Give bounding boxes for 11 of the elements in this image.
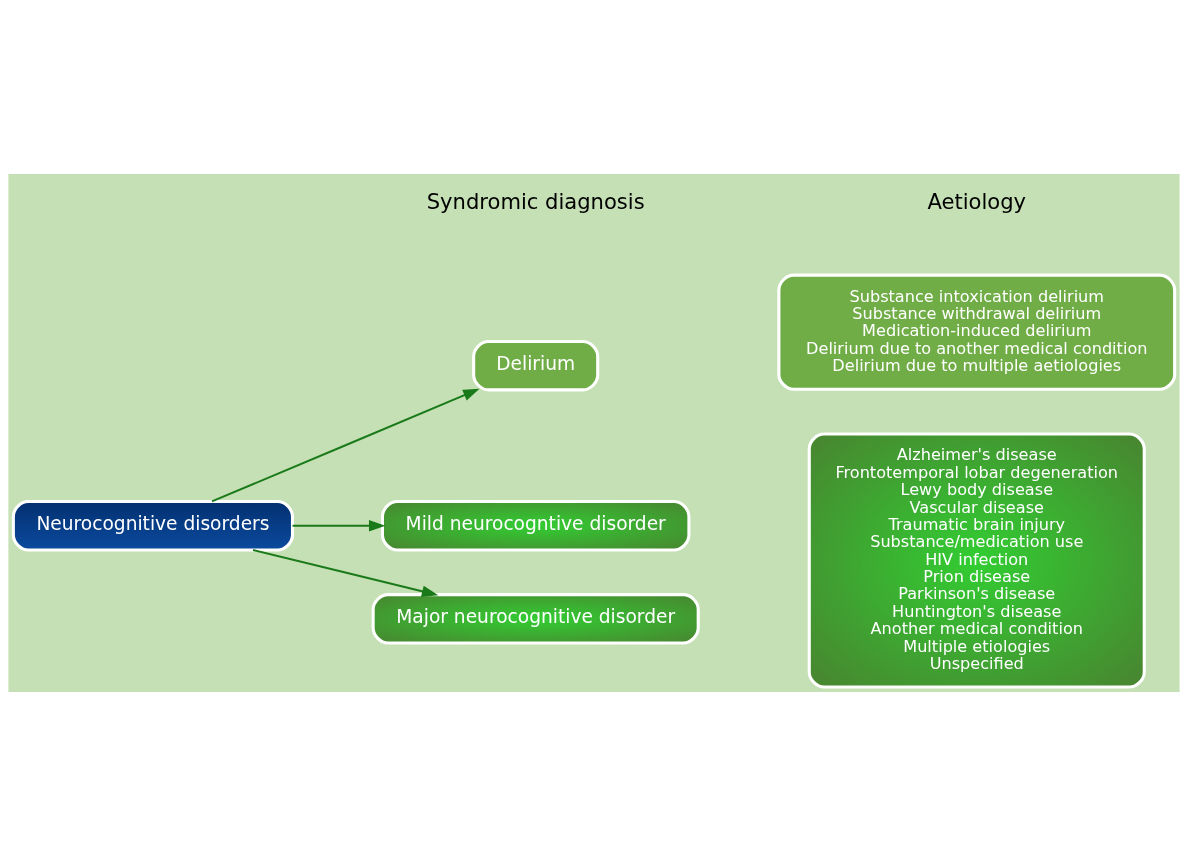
node-box: Major neurocognitive disorder — [371, 592, 700, 645]
node-box: Substance intoxication delirium Substance withdrawal delirium Medication-induced delirium Delirium due to another medical condition Delirium due to multiple aetiologies — [777, 273, 1177, 391]
node-box: Neurocognitive disorders — [11, 499, 295, 551]
label: Aetiology — [927, 188, 1027, 214]
arrow — [252, 548, 439, 597]
node-box: Alzheimer's disease Frontotemporal lobar degeneration Lewy body disease Vascular disease Traumatic brain injury Substance/medication use HIV infection Prion disease Parkinson's disease Huntington's disease Another medical condition Multiple etiologies Unspecified — [807, 431, 1146, 689]
node-box: Mild neurocogntive disorder — [380, 499, 691, 551]
arrow — [291, 519, 386, 531]
arrow — [210, 388, 480, 502]
label: Syndromic diagnosis — [426, 188, 645, 214]
node-box: Delirium — [472, 339, 600, 391]
